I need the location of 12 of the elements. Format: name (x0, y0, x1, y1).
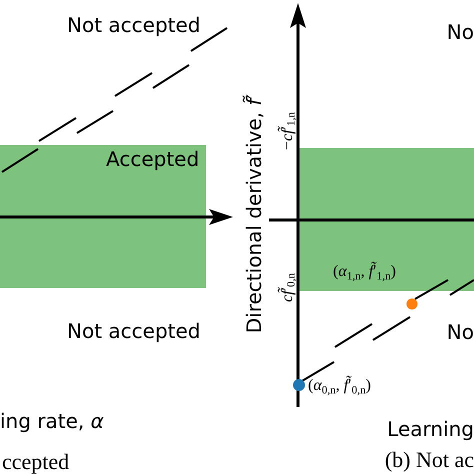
region-label: Accepted (106, 148, 200, 171)
axis-title: ing rate, α (0, 410, 104, 433)
subfigure-caption: (b) Not ac (384, 447, 474, 472)
region-label: Not accepted (67, 14, 200, 37)
axis-title: Directional derivative, f̃′ (243, 94, 266, 334)
point-label: (α$_{1,n}$, f̃′$_{1,n}$) (333, 263, 396, 282)
region-label: No (446, 21, 474, 44)
region-label: No (446, 321, 474, 344)
region-label: Not accepted (67, 320, 200, 343)
subfigure-caption: ccepted (2, 449, 70, 474)
point-label: (α$_{0,n}$, f̃′$_{0,n}$) (308, 377, 371, 396)
axis-title: Learning (387, 418, 474, 441)
